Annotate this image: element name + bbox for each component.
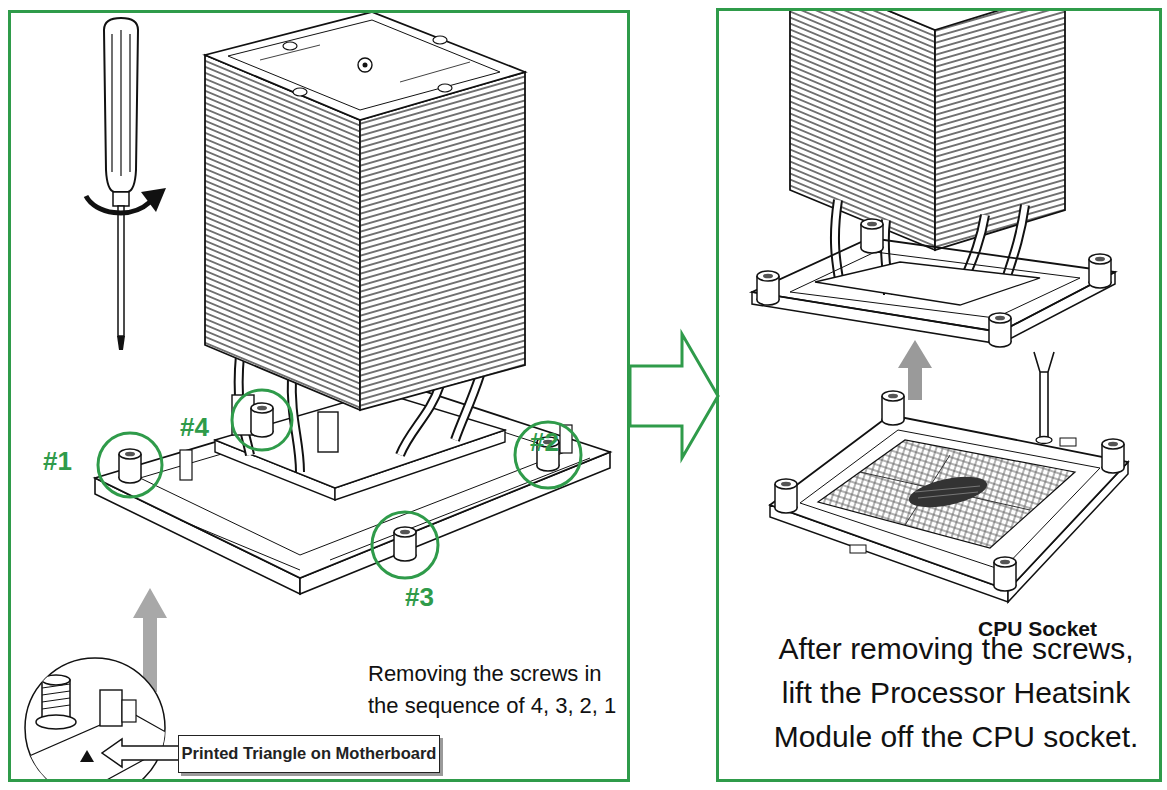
screw-post (757, 219, 1111, 347)
callout-circle (98, 390, 581, 578)
screw-post (119, 403, 559, 561)
retention-frame (752, 238, 1115, 344)
callout-number: #3 (405, 583, 434, 612)
step-panel: After removing the screws, lift the Proc… (716, 8, 1162, 782)
retention-frame (95, 385, 610, 594)
flow-arrow (630, 334, 718, 458)
lifted-heatsink-illustration (752, 11, 1128, 602)
lift-arrow (898, 340, 932, 400)
note-text: Printed Triangle on Motherboard (182, 744, 437, 764)
fin-stack (205, 13, 525, 410)
cpu-socket (770, 352, 1128, 602)
step-instruction: Removing the screws in the sequence of 4… (368, 658, 630, 722)
part-label: CPU Socket (978, 617, 1097, 640)
note-box: Printed Triangle on Motherboard (178, 735, 440, 773)
callout-number: #2 (530, 428, 559, 457)
inset-detail (20, 658, 180, 779)
callout-number: #4 (180, 413, 209, 442)
step-instruction: After removing the screws, lift the Proc… (766, 627, 1146, 759)
screwdriver (86, 18, 166, 350)
callout-number: #1 (43, 447, 72, 476)
step-panel: Removing the screws in the sequence of 4… (8, 10, 630, 782)
